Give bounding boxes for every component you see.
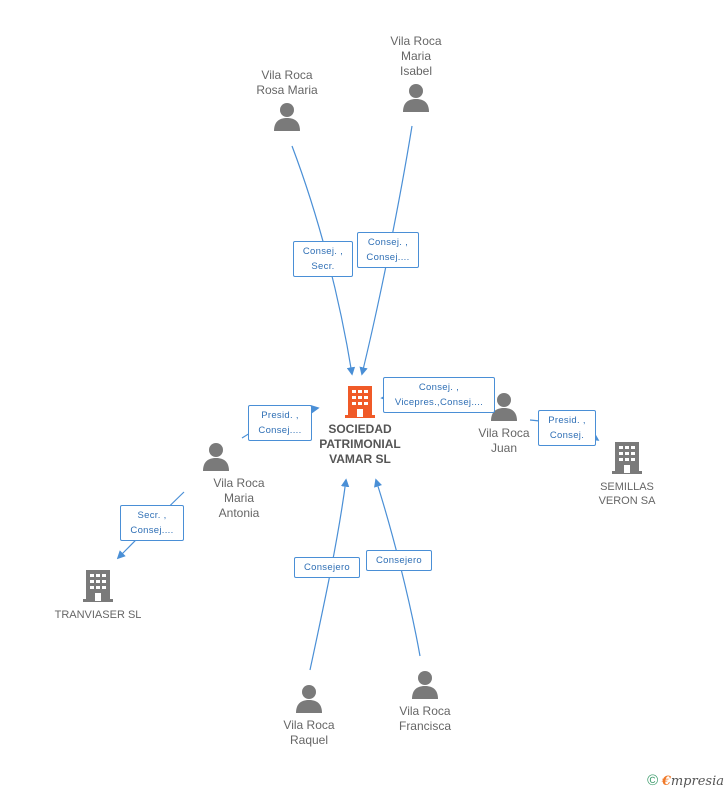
edge-label-francisca[interactable]: Consejero bbox=[366, 550, 432, 571]
person-node-francisca[interactable]: Vila Roca Francisca bbox=[375, 670, 475, 734]
company-node-semillas[interactable]: SEMILLAS VERON SA bbox=[582, 440, 672, 508]
edge-label-antonia-tranviaser[interactable]: Secr. , Consej.... bbox=[120, 505, 184, 541]
company-label: SEMILLAS VERON SA bbox=[598, 481, 656, 507]
person-label: Vila Roca Maria Antonia bbox=[213, 476, 265, 520]
edge-label-antonia[interactable]: Presid. , Consej.... bbox=[248, 405, 312, 441]
person-label: Vila Roca Maria Isabel bbox=[390, 34, 442, 78]
person-icon bbox=[274, 103, 300, 131]
person-node-rosa[interactable]: Vila Roca Rosa Maria bbox=[237, 68, 337, 132]
person-node-raquel[interactable]: Vila Roca Raquel bbox=[259, 684, 359, 748]
person-icon bbox=[491, 393, 517, 421]
company-node-tranviaser[interactable]: TRANVIASER SL bbox=[48, 568, 148, 622]
person-node-juan[interactable]: Vila Roca Juan bbox=[459, 392, 549, 456]
person-icon bbox=[403, 84, 429, 112]
edge-label-juan[interactable]: Consej. , Vicepres.,Consej.... bbox=[383, 377, 495, 413]
person-label: Vila Roca Juan bbox=[478, 426, 530, 455]
company-label: TRANVIASER SL bbox=[54, 609, 142, 621]
building-icon bbox=[612, 442, 642, 474]
edge-label-rosa[interactable]: Consej. , Secr. bbox=[293, 241, 353, 277]
person-label: Vila Roca Rosa Maria bbox=[256, 68, 318, 97]
copyright-symbol: © bbox=[647, 772, 659, 789]
person-label: Vila Roca Francisca bbox=[398, 704, 451, 733]
person-icon bbox=[203, 443, 229, 471]
person-node-antonia[interactable]: Vila Roca Maria Antonia bbox=[168, 442, 268, 521]
edge-label-raquel[interactable]: Consejero bbox=[294, 557, 360, 578]
empresia-watermark: © €mpresia bbox=[647, 772, 724, 789]
edge-label-isabel[interactable]: Consej. , Consej.... bbox=[357, 232, 419, 268]
person-label: Vila Roca Raquel bbox=[283, 718, 335, 747]
person-icon bbox=[296, 685, 322, 713]
edge-label-juan-semillas[interactable]: Presid. , Consej. bbox=[538, 410, 596, 446]
person-node-isabel[interactable]: Vila Roca Maria Isabel bbox=[366, 34, 466, 113]
building-icon bbox=[345, 386, 375, 418]
center-company-node[interactable]: SOCIEDAD PATRIMONIAL VAMAR SL bbox=[300, 384, 420, 467]
center-company-label: SOCIEDAD PATRIMONIAL VAMAR SL bbox=[319, 422, 401, 466]
person-icon bbox=[412, 671, 438, 699]
brand-name: €mpresia bbox=[661, 774, 724, 789]
building-icon bbox=[83, 570, 113, 602]
